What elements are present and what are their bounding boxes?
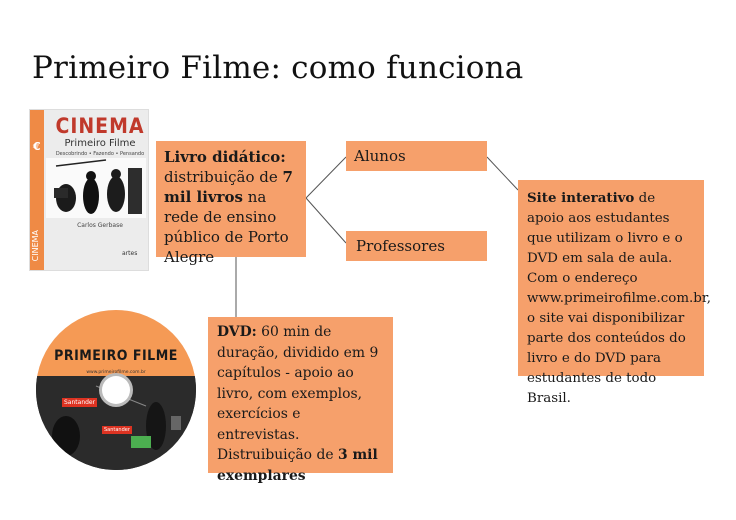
node-livro-didatico: Livro didático: distribuição de 7 mil li… — [156, 141, 306, 266]
site-text: de apoio aos estudantes que utilizam o l… — [527, 191, 712, 406]
node-dvd: DVD: 60 min de duração, dividido em 9 ca… — [208, 317, 393, 484]
professores-label: Professores — [356, 237, 445, 255]
page-title: Primeiro Filme: como funciona — [32, 50, 524, 86]
book-spine-logo: € — [33, 140, 41, 153]
book-cover-photo — [46, 158, 146, 218]
livro-text-a: distribuição de — [164, 168, 283, 186]
book-spine — [30, 110, 44, 270]
livro-label: Livro didático: — [164, 148, 286, 166]
book-title: CINEMA — [55, 114, 145, 138]
connector-alunos-site — [486, 156, 519, 191]
node-alunos: Alunos — [346, 141, 487, 171]
book-author: Carlos Gerbase — [77, 222, 123, 229]
book-cover-image: € CINEMA CINEMA Primeiro Filme Descobrin… — [30, 110, 148, 270]
livro-count: 7 mil livros — [164, 168, 293, 206]
book-subtitle: Primeiro Filme — [64, 138, 136, 149]
dvd-label: DVD: — [217, 324, 257, 340]
dvd-disc-scene — [36, 376, 196, 470]
dvd-disc-hole — [102, 376, 130, 404]
book-publisher: artes — [122, 250, 138, 257]
dvd-disc-top — [36, 310, 196, 376]
dvd-disc-image: PRIMEIRO FILME www.primeirofilme.com.br … — [36, 310, 196, 470]
connector-livro-alunos — [305, 156, 347, 199]
livro-text-b: na rede de ensino público de Porto Alegr… — [164, 188, 289, 266]
alunos-label: Alunos — [354, 147, 406, 165]
dvd-count: 3 mil exemplares — [217, 447, 378, 484]
book-spine-title: CINEMA — [31, 230, 40, 262]
dvd-sponsor-logo-2: Santander — [102, 426, 132, 434]
node-site-interativo: Site interativo de apoio aos estudantes … — [518, 180, 711, 406]
dvd-text: 60 min de duração, dividido em 9 capítul… — [217, 324, 379, 463]
connector-livro-professores — [305, 197, 347, 244]
node-professores: Professores — [346, 231, 487, 261]
dvd-disc-label: PRIMEIRO FILME — [54, 348, 178, 364]
dvd-sponsor-logo: Santander — [62, 398, 98, 407]
book-tagline: Descobrindo • Fazendo • Pensando — [55, 151, 145, 157]
dvd-disc-url: www.primeirofilme.com.br — [86, 370, 146, 375]
site-label: Site interativo — [527, 190, 635, 206]
